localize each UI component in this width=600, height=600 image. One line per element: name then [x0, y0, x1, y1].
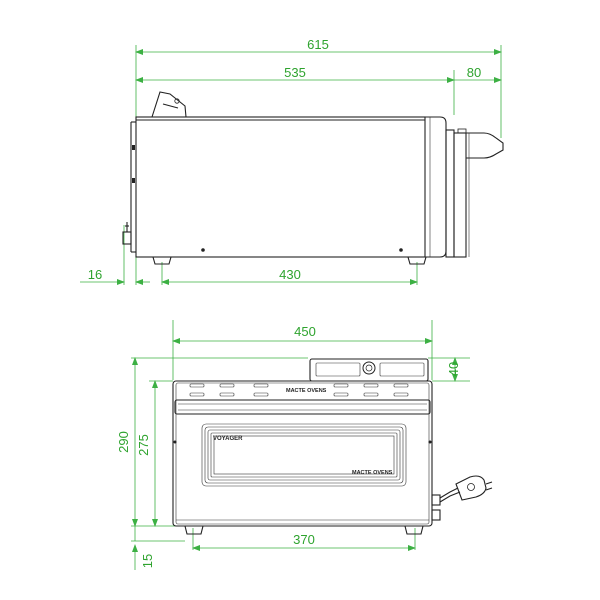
dim-foot-height: 15: [140, 554, 155, 568]
side-handle: [445, 128, 504, 258]
dim-overall-length: 615: [307, 37, 329, 52]
side-screw: [201, 248, 205, 252]
side-rear-plug: [122, 222, 132, 245]
dim-body-length: 535: [284, 65, 306, 80]
side-body: [135, 116, 426, 258]
dim-foot-spacing-side: 430: [279, 267, 301, 282]
side-view: 615 535 80 16 430: [80, 37, 504, 285]
front-foot-left: [184, 525, 204, 535]
door-window: [201, 423, 407, 487]
model-logo: VOYAGER: [213, 436, 243, 442]
door-handle: [174, 399, 431, 415]
side-vent: [151, 91, 187, 118]
dim-foot-inset: 16: [88, 267, 102, 282]
control-panel: [309, 358, 429, 382]
front-body: [172, 380, 433, 527]
dim-total-height: 290: [116, 431, 131, 453]
front-extension-lines: [131, 320, 470, 550]
dim-body-height: 275: [136, 434, 151, 456]
front-vent-slots: [189, 383, 409, 397]
top-logo: MACTE OVENS: [286, 388, 327, 394]
dim-control-height: 40: [446, 362, 461, 376]
front-screw: [428, 440, 432, 444]
bottom-logo: MACTE OVENS: [352, 470, 393, 476]
dim-width: 450: [294, 324, 316, 339]
dim-protrusion: 80: [467, 65, 481, 80]
dim-foot-spacing-front: 370: [293, 532, 315, 547]
side-connector: [431, 475, 493, 521]
front-screw: [173, 440, 177, 444]
side-screw: [399, 248, 403, 252]
side-front-plate: [425, 116, 447, 258]
side-foot-rear: [152, 256, 172, 265]
side-extension-lines: [123, 45, 502, 285]
side-foot-front: [407, 256, 427, 265]
side-rear-ridges: [130, 121, 136, 253]
front-foot-right: [404, 525, 424, 535]
front-view: 450 290 275 15 40 370: [116, 320, 493, 570]
